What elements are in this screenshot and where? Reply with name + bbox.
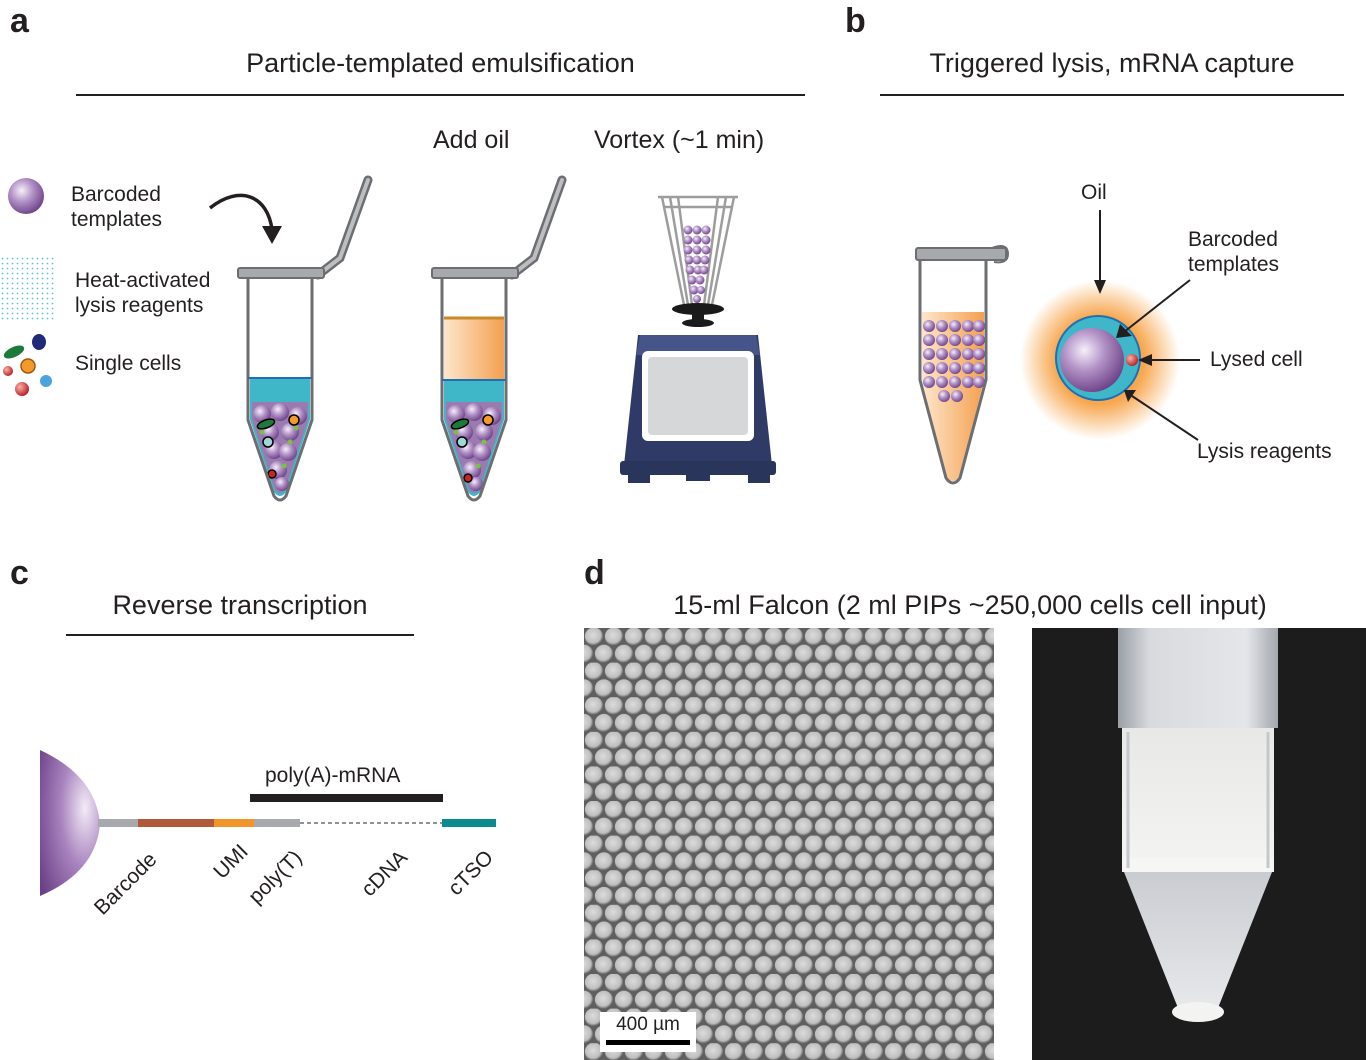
legend-lysis-label: Heat-activated lysis reagents [75, 269, 211, 317]
micrograph-image: 400 µm [584, 628, 994, 1060]
oil-label: Oil [1081, 181, 1107, 204]
emulsion-tube [915, 245, 1010, 485]
barcoded-template-icon [8, 178, 44, 214]
lysis-reagents-icon [0, 256, 56, 322]
legend-templates-label: Barcoded templates [71, 183, 163, 231]
scale-bar-line [606, 1040, 690, 1045]
curved-arrow-icon [208, 193, 282, 244]
panel-a-rule [76, 94, 805, 96]
tube-2 [431, 175, 567, 502]
scale-bar-label: 400 µm [616, 1014, 680, 1035]
panel-b-title: Triggered lysis, mRNA capture [929, 48, 1295, 78]
panel-c-rule [66, 634, 414, 636]
panel-d-letter: d [584, 554, 605, 592]
droplet-arrows [1094, 210, 1200, 441]
mrna-label: poly(A)-mRNA [265, 764, 401, 787]
panel-d-title: 15-ml Falcon (2 ml PIPs ~250,000 cells c… [673, 590, 1267, 620]
barcoded-templates-label: Barcoded templates [1188, 228, 1280, 276]
vortex-mixer-icon [620, 195, 776, 483]
single-cells-icon [3, 334, 52, 396]
bead-oligo-diagram [40, 750, 496, 896]
panel-a-title: Particle-templated emulsification [246, 48, 635, 78]
lysed-cell-label: Lysed cell [1210, 348, 1303, 371]
step-vortex-label: Vortex (~1 min) [594, 126, 765, 154]
scale-bar-box: 400 µm [600, 1012, 696, 1052]
panel-a-letter: a [10, 2, 29, 40]
step-add-oil-label: Add oil [433, 126, 510, 154]
legend-cells-label: Single cells [75, 352, 182, 375]
panel-c-title: Reverse transcription [112, 590, 368, 620]
falcon-tube-photo [1032, 628, 1366, 1060]
panel-b-letter: b [845, 2, 866, 40]
tube-1 [237, 175, 373, 502]
lysis-reagents-label: Lysis reagents [1197, 440, 1332, 463]
panel-c-letter: c [10, 554, 29, 592]
panel-b-rule [880, 94, 1344, 96]
